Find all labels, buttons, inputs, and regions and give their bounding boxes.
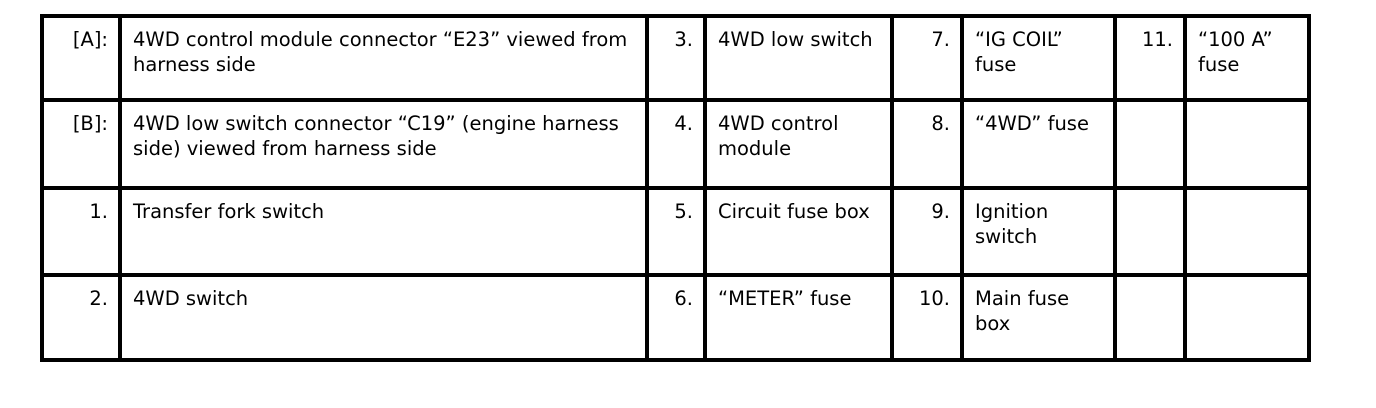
legend-tag-b: [B]: (40, 98, 122, 190)
legend-number-11: 11. (1113, 14, 1187, 102)
component-legend-table: [A]: 4WD control module connector “E23” … (40, 14, 1311, 362)
legend-spacer-cell (1113, 273, 1187, 362)
legend-desc-7: “IG COIL” fuse (960, 14, 1117, 102)
legend-desc-6: “METER” fuse (703, 273, 894, 362)
table-row: 2. 4WD switch 6. “METER” fuse 10. Main f… (40, 273, 1311, 362)
legend-desc-3: 4WD low switch (703, 14, 894, 102)
table-row: [A]: 4WD control module connector “E23” … (40, 14, 1311, 102)
legend-number-1: 1. (40, 186, 122, 277)
legend-tag-a: [A]: (40, 14, 122, 102)
legend-desc-10: Main fuse box (960, 273, 1117, 362)
table-row: [B]: 4WD low switch connector “C19” (eng… (40, 98, 1311, 190)
legend-desc-a: 4WD control module connector “E23” viewe… (118, 14, 649, 102)
legend-number-5: 5. (645, 186, 707, 277)
legend-desc-11: “100 A” fuse (1183, 14, 1311, 102)
legend-number-7: 7. (890, 14, 964, 102)
legend-desc-4: 4WD control module (703, 98, 894, 190)
legend-number-9: 9. (890, 186, 964, 277)
legend-spacer-cell (1113, 98, 1187, 190)
legend-desc-2: 4WD switch (118, 273, 649, 362)
legend-desc-8: “4WD” fuse (960, 98, 1117, 190)
legend-spacer-cell (1183, 273, 1311, 362)
legend-spacer-cell (1183, 186, 1311, 277)
legend-number-8: 8. (890, 98, 964, 190)
legend-number-2: 2. (40, 273, 122, 362)
legend-spacer-cell (1183, 98, 1311, 190)
legend-number-3: 3. (645, 14, 707, 102)
legend-number-10: 10. (890, 273, 964, 362)
legend-number-4: 4. (645, 98, 707, 190)
legend-desc-5: Circuit fuse box (703, 186, 894, 277)
legend-spacer-cell (1113, 186, 1187, 277)
legend-desc-9: Ignition switch (960, 186, 1117, 277)
legend-table: [A]: 4WD control module connector “E23” … (40, 14, 1311, 362)
legend-desc-b: 4WD low switch connector “C19” (engine h… (118, 98, 649, 190)
table-row: 1. Transfer fork switch 5. Circuit fuse … (40, 186, 1311, 277)
legend-desc-1: Transfer fork switch (118, 186, 649, 277)
legend-number-6: 6. (645, 273, 707, 362)
